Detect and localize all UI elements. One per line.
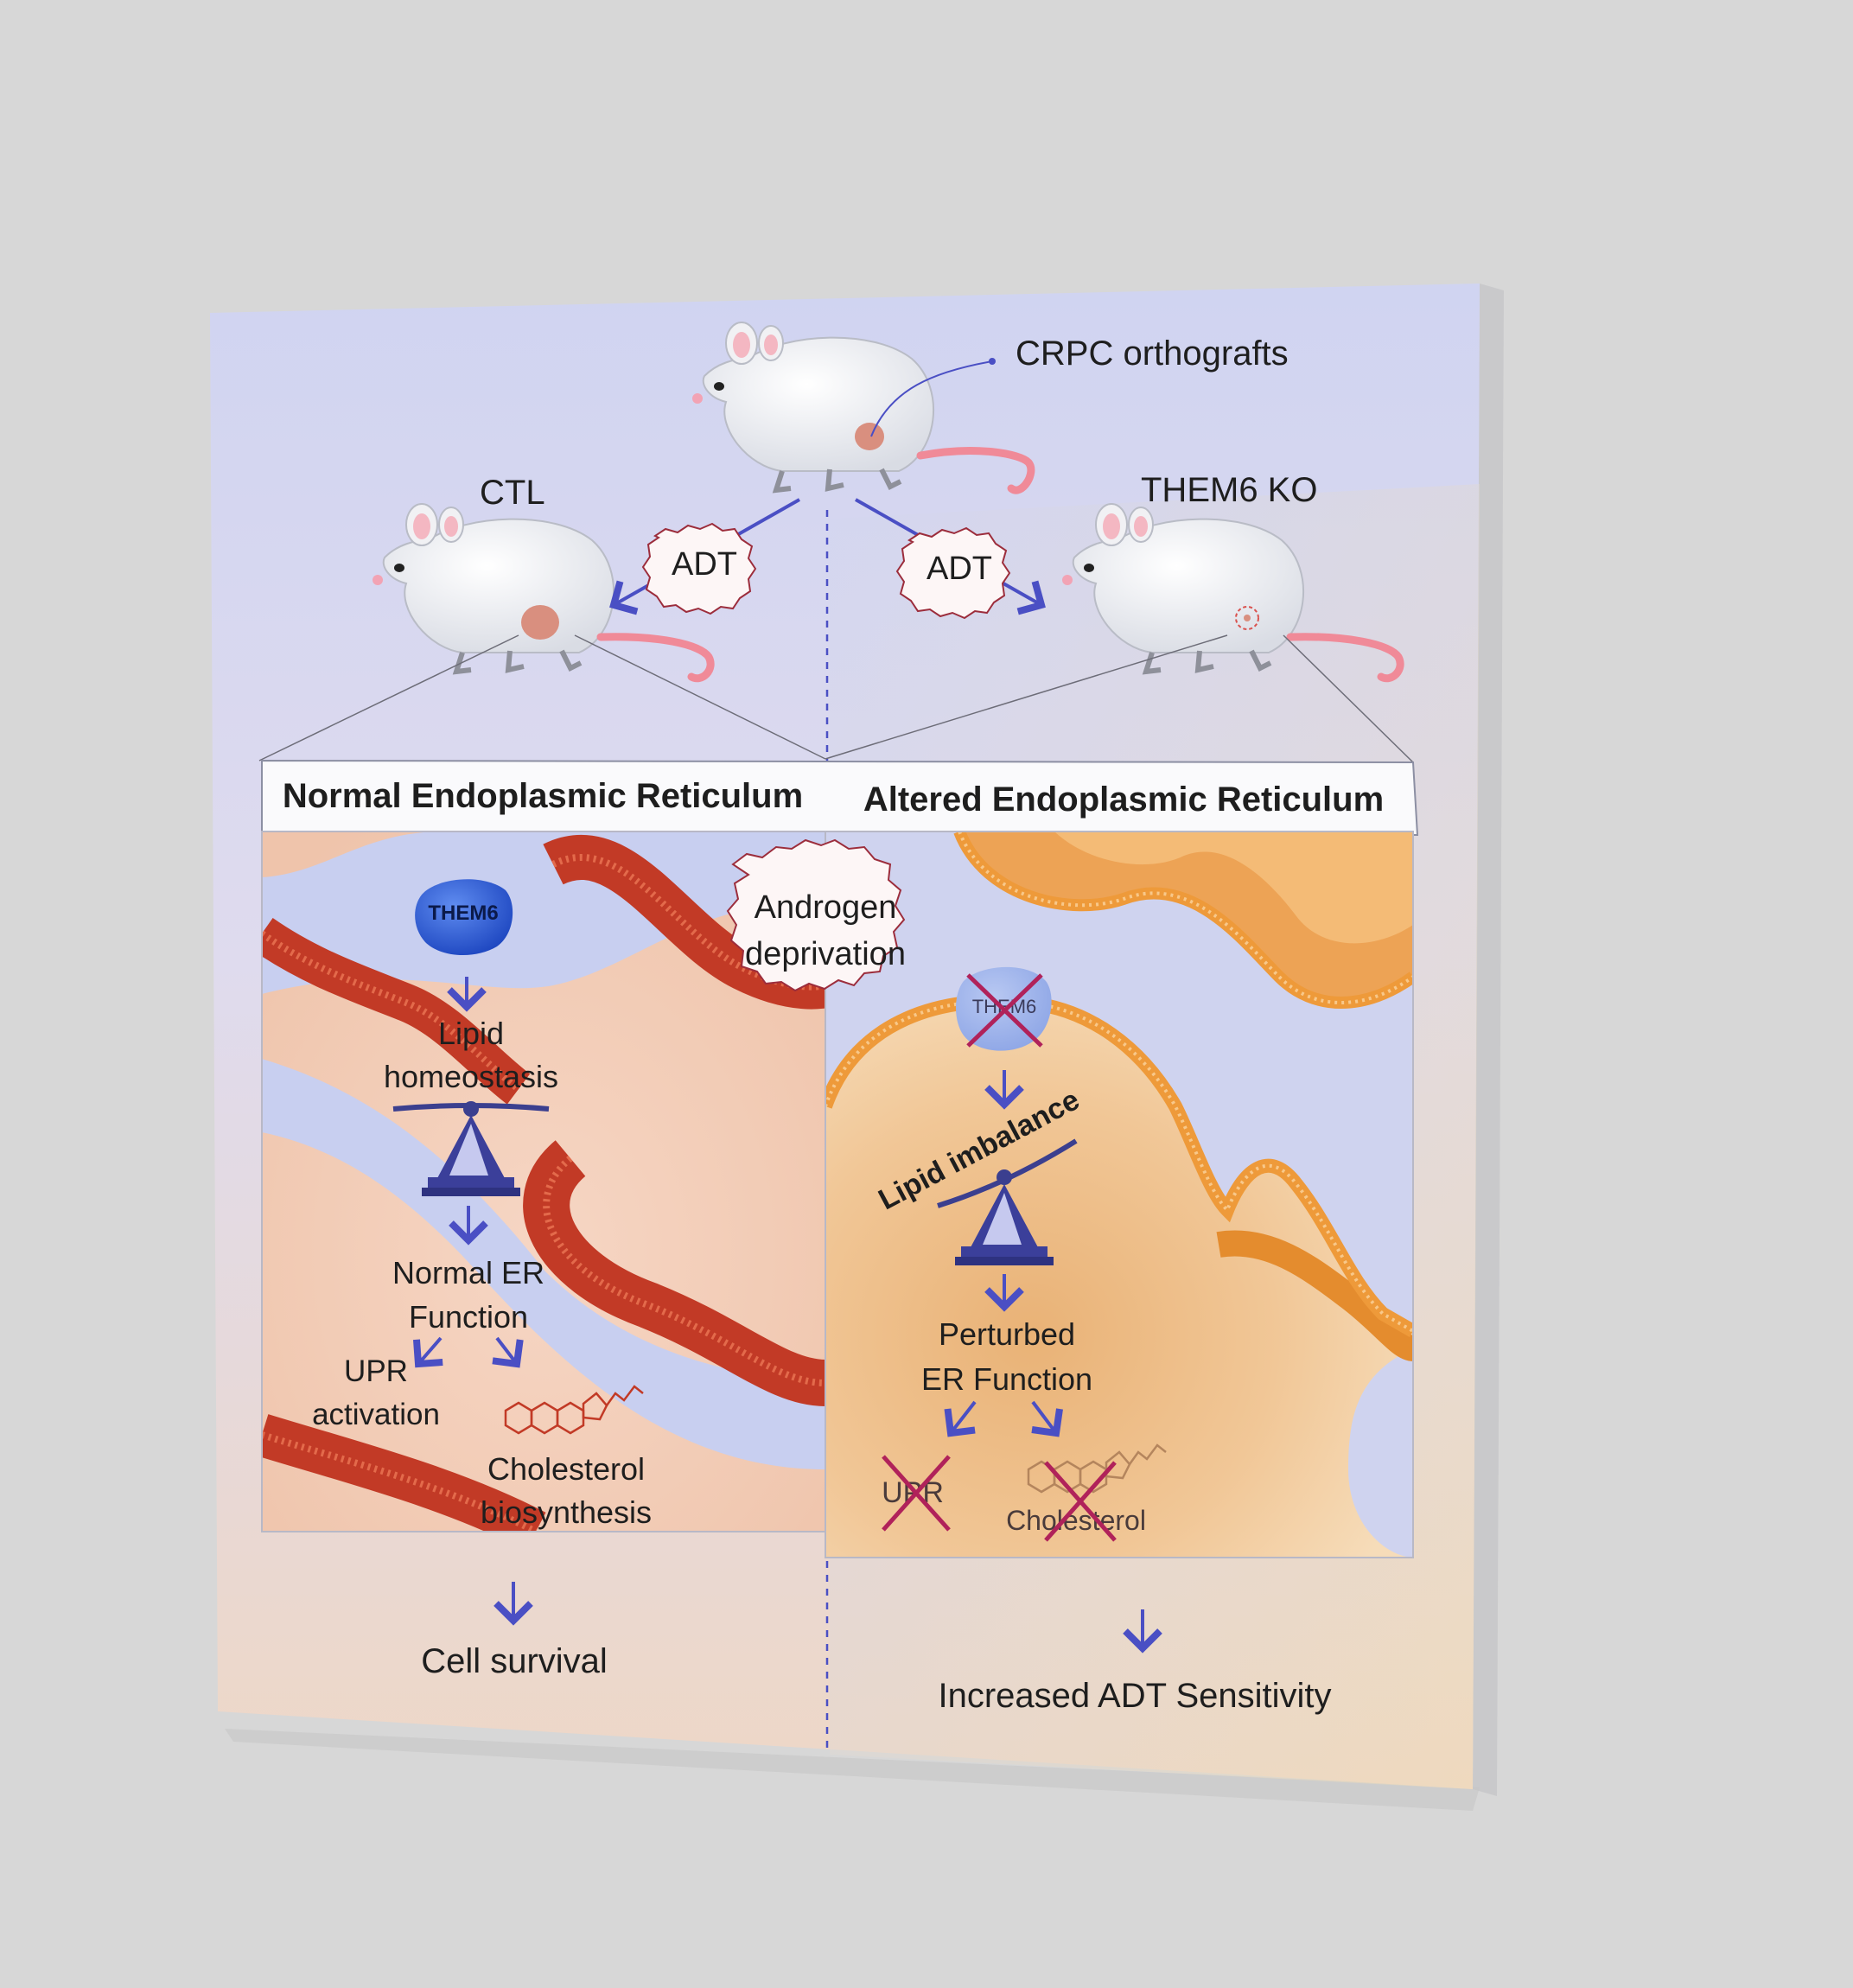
adt-label-left: ADT <box>672 546 737 583</box>
balance-scale-right <box>937 1138 1078 1265</box>
them6-cross <box>966 973 1043 1048</box>
upr-activation-line2: activation <box>312 1398 440 1431</box>
left-panel-title: Normal Endoplasmic Reticulum <box>283 777 803 815</box>
androgen-deprivation-badge: Androgen deprivation <box>726 838 906 992</box>
er-membrane-left-3 <box>523 1140 825 1406</box>
ko-mouse <box>1062 503 1404 683</box>
adt-badge-right: ADT <box>895 526 1011 620</box>
androgen-line2: deprivation <box>745 936 906 972</box>
ko-label: THEM6 KO <box>1141 471 1317 509</box>
orthograft-mouse <box>692 322 1035 494</box>
them6-protein-left: THEM6 <box>415 879 513 956</box>
balance-scale-left <box>392 1101 550 1196</box>
perturbed-er-line1: Perturbed <box>939 1316 1075 1352</box>
cell-survival: Cell survival <box>421 1642 608 1680</box>
increased-adt-sensitivity: Increased ADT Sensitivity <box>938 1677 1331 1715</box>
zoom-lines <box>258 634 1414 763</box>
panel-header: Normal Endoplasmic Reticulum Altered End… <box>261 759 1419 837</box>
normal-er-line2: Function <box>409 1299 528 1335</box>
board-edge <box>225 284 1504 1811</box>
lipid-homeostasis-line2: homeostasis <box>384 1059 558 1094</box>
orthograft-label: CRPC orthografts <box>1016 335 1289 373</box>
them6-protein-right: THEM6 <box>956 966 1052 1051</box>
them6-label-left: THEM6 <box>428 902 498 925</box>
cholesterol-label-right: Cholesterol <box>1006 1505 1146 1536</box>
cholesterol-biosynthesis-line2: biosynthesis <box>481 1494 652 1530</box>
upr-activation-line1: UPR <box>344 1354 408 1388</box>
upr-crossed: UPR <box>882 1455 951 1532</box>
ctl-mouse <box>373 503 715 683</box>
right-panel-title: Altered Endoplasmic Reticulum <box>863 781 1384 819</box>
cholesterol-crossed: Cholesterol <box>1006 1443 1167 1542</box>
normal-er-line1: Normal ER <box>392 1255 544 1290</box>
adt-badge-left: ADT <box>641 522 757 615</box>
cholesterol-biosynthesis-line1: Cholesterol <box>487 1451 645 1487</box>
left-panel <box>262 832 825 1532</box>
cholesterol-molecule-left <box>504 1385 644 1435</box>
ctl-label: CTL <box>480 474 545 512</box>
orthograft-pointer <box>870 360 993 437</box>
adt-label-right: ADT <box>926 551 992 587</box>
them6-label-right: THEM6 <box>972 996 1037 1017</box>
androgen-line1: Androgen <box>755 889 897 926</box>
upr-label-right: UPR <box>882 1476 944 1509</box>
lipid-homeostasis-line1: Lipid <box>438 1016 504 1051</box>
perturbed-er-line2: ER Function <box>921 1361 1092 1397</box>
